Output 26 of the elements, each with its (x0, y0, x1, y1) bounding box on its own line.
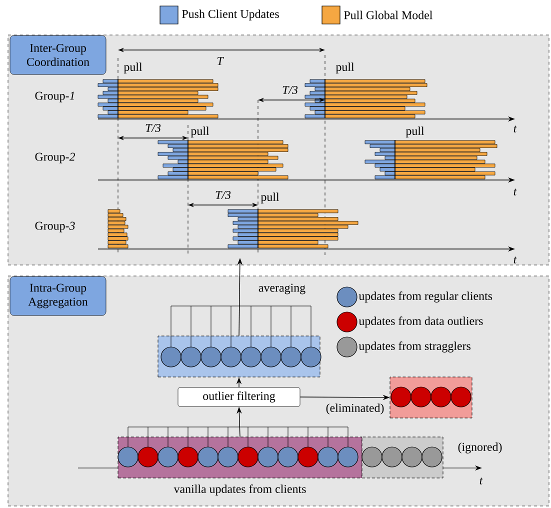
legend-label: Pull Global Model (344, 10, 432, 20)
time-label: T/3 (282, 86, 298, 94)
time-label: t (480, 478, 483, 484)
text-label: Group-2 (35, 152, 75, 164)
text-label: Group-1 (35, 92, 74, 102)
text-label: pull (124, 62, 142, 74)
time-label: T/3 (216, 190, 231, 199)
legend-label: updates from data outliers (358, 316, 483, 328)
process-box: outlier filtering (178, 387, 300, 407)
time-label: T/3 (146, 124, 161, 132)
edge-label: averaging (258, 284, 306, 294)
edge-label: (eliminated) (326, 404, 384, 414)
time-label: t (514, 188, 517, 196)
time-label: T (217, 57, 224, 65)
box-caption: vanilla updates from clients (174, 484, 306, 496)
box-caption: (ignored) (458, 442, 502, 454)
legend-label: Push Client Updates (182, 10, 279, 20)
text-label: pull (406, 126, 424, 138)
time-label: t (514, 256, 517, 264)
legend-label: updates from regular clients (358, 292, 492, 302)
text-label: pull (190, 126, 210, 138)
text-label: pull (260, 192, 280, 204)
text-label: Group-3 (35, 222, 75, 232)
text-label: pull (336, 62, 354, 74)
legend-label: updates from stragglers (358, 342, 470, 352)
time-label: t (514, 126, 517, 132)
